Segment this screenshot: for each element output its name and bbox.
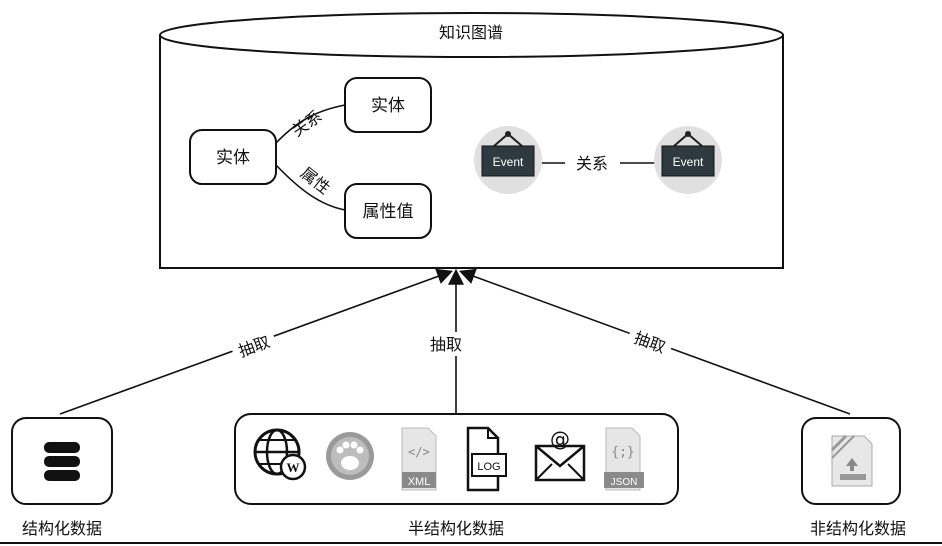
- database-icon: [44, 442, 80, 481]
- bottom-rule: [0, 542, 942, 544]
- event-relation-label: 关系: [576, 154, 608, 173]
- entity-label: 实体: [216, 148, 250, 168]
- xml-icon-label: XML: [408, 476, 431, 488]
- structured-data-label: 结构化数据: [22, 519, 102, 538]
- extract-label-left: 抽取: [236, 332, 273, 361]
- attr-value-label: 属性值: [363, 202, 414, 222]
- attribute-edge: [275, 164, 346, 211]
- knowledge-graph-cylinder: [159, 12, 784, 269]
- semi-structured-data-label: 半结构化数据: [408, 519, 504, 538]
- json-icon: [604, 427, 644, 491]
- attr-value-node: [344, 183, 432, 239]
- event-icon-2: [654, 126, 722, 194]
- kg-title: 知识图谱: [439, 23, 503, 42]
- event-icon-1: [474, 126, 542, 194]
- extract-label-mid: 抽取: [430, 335, 462, 354]
- json-icon-label: JSON: [611, 477, 638, 488]
- entity-node-2: [344, 77, 432, 133]
- extract-label-right: 抽取: [632, 328, 669, 357]
- log-icon: [466, 426, 507, 492]
- entity2-label: 实体: [371, 96, 405, 116]
- file-upload-icon: [830, 434, 873, 487]
- event-graph: [474, 126, 722, 194]
- relation-edge: [275, 104, 346, 144]
- unstructured-data-label: 非结构化数据: [810, 519, 906, 538]
- web-icon: [253, 428, 307, 481]
- log-icon-label: LOG: [477, 461, 500, 473]
- entity-node: [189, 129, 277, 185]
- email-at-symbol: @: [550, 427, 570, 451]
- web-icon-letter: W: [287, 460, 300, 475]
- json-braces-text: {;}: [611, 445, 634, 460]
- email-icon: [534, 444, 586, 482]
- entity-graph: [189, 77, 432, 239]
- paw-icon: [326, 432, 374, 480]
- xml-icon: [401, 427, 437, 491]
- event1-label: Event: [493, 155, 524, 169]
- xml-tag-text: </>: [408, 445, 430, 459]
- event2-label: Event: [673, 155, 704, 169]
